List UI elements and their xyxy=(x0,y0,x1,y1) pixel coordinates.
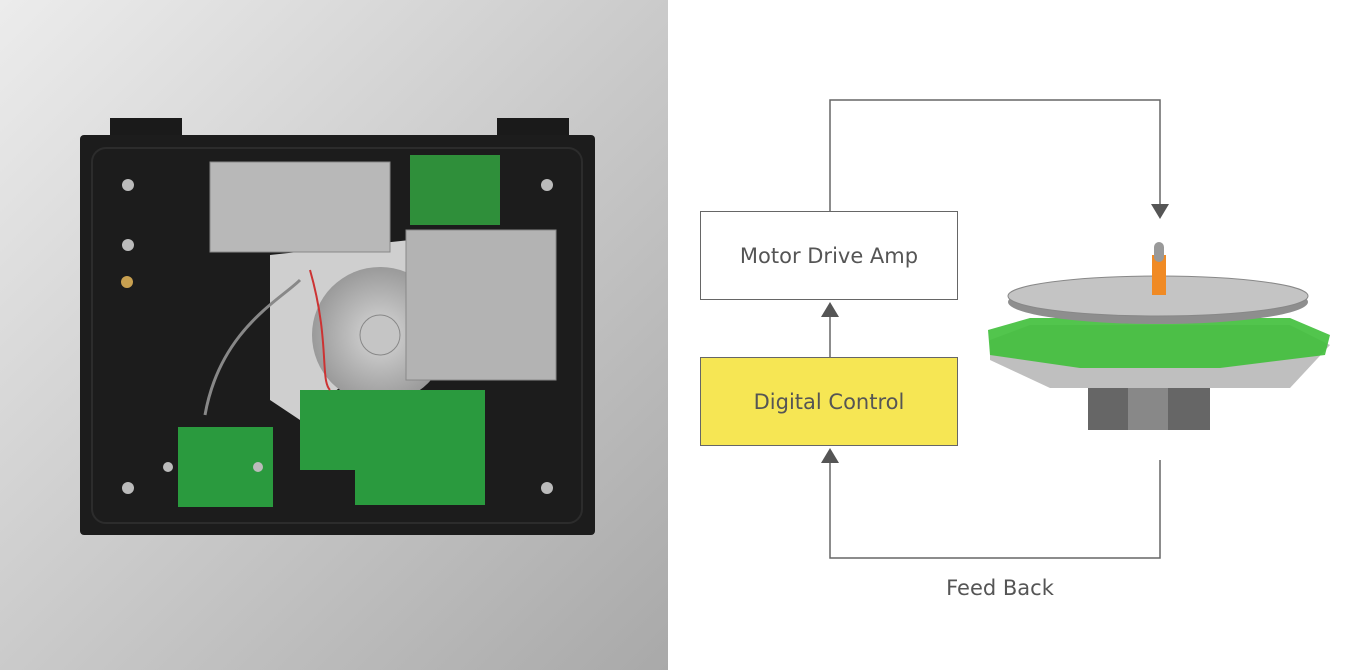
feedback-label: Feed Back xyxy=(946,576,1054,600)
amp-to-motor-line xyxy=(829,99,1161,211)
digital-control-label: Digital Control xyxy=(753,389,905,414)
digital-control-block: Digital Control xyxy=(700,357,958,446)
motor-illustration xyxy=(988,242,1330,430)
turntable-internal-photo xyxy=(0,0,668,670)
feedback-line xyxy=(829,460,1161,559)
arrow-to-amp-icon xyxy=(821,302,839,317)
arrow-to-motor-icon xyxy=(1151,204,1169,219)
motor-drive-amp-block: Motor Drive Amp xyxy=(700,211,958,300)
motor-drive-amp-label: Motor Drive Amp xyxy=(739,243,919,268)
arrow-to-control-icon xyxy=(821,448,839,463)
